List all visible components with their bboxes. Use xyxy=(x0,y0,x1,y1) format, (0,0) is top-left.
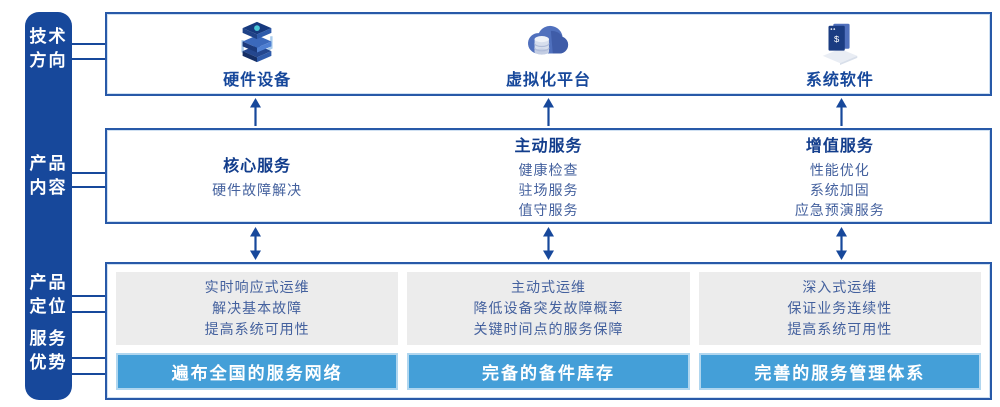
double-arrow-row xyxy=(105,227,992,260)
connector-line xyxy=(70,357,107,359)
code-glyph: $ xyxy=(834,34,840,45)
service-item: 驻场服务 xyxy=(518,182,579,198)
positioning-panel: 实时响应式运维 解决基本故障 提高系统可用性 xyxy=(116,272,399,345)
tech-item-hardware: 硬件设备 xyxy=(116,14,398,94)
positioning-column-proactive: 主动式运维 降低设备突发故障概率 关键时间点的服务保障 完备的备件库存 xyxy=(407,272,690,390)
double-arrow-icon xyxy=(407,227,691,260)
connector-line xyxy=(70,311,107,313)
tech-item-software: $ 系统软件 xyxy=(699,14,981,94)
tech-label-virtualization: 虚拟化平台 xyxy=(505,71,591,89)
connector-line xyxy=(70,186,107,188)
service-heading: 核心服务 xyxy=(223,158,292,175)
up-arrow-row xyxy=(105,98,992,126)
up-arrow-icon xyxy=(114,98,398,126)
positioning-line: 提高系统可用性 xyxy=(787,321,893,337)
service-item: 健康检查 xyxy=(518,162,579,178)
sidebar-label-service-advantage: 服务优势 xyxy=(29,329,68,372)
positioning-column-realtime: 实时响应式运维 解决基本故障 提高系统可用性 遍布全国的服务网络 xyxy=(116,272,399,390)
service-item: 应急预演服务 xyxy=(794,202,885,218)
service-column-value-added: 增值服务 性能优化 系统加固 应急预演服务 xyxy=(699,130,981,222)
service-item: 硬件故障解决 xyxy=(212,182,303,198)
positioning-panel: 主动式运维 降低设备突发故障概率 关键时间点的服务保障 xyxy=(407,272,690,345)
sidebar-label-tech-direction: 技术方向 xyxy=(29,27,68,70)
positioning-column-indepth: 深入式运维 保证业务连续性 提高系统可用性 完善的服务管理体系 xyxy=(698,272,981,390)
positioning-line: 提高系统可用性 xyxy=(204,321,310,337)
positioning-line: 解决基本故障 xyxy=(212,300,303,316)
connector-line xyxy=(70,172,107,174)
connector-line xyxy=(70,373,107,375)
positioning-line: 深入式运维 xyxy=(802,279,878,295)
sidebar-label-product-positioning: 产品定位 xyxy=(29,273,68,316)
advantage-bar: 完善的服务管理体系 xyxy=(698,353,981,390)
service-column-proactive: 主动服务 健康检查 驻场服务 值守服务 xyxy=(407,130,689,222)
sidebar-label-product-content: 产品内容 xyxy=(29,154,68,197)
positioning-line: 主动式运维 xyxy=(510,279,586,295)
service-heading: 增值服务 xyxy=(805,138,874,155)
connector-line xyxy=(70,58,107,60)
positioning-line: 关键时间点的服务保障 xyxy=(473,321,624,337)
double-arrow-icon xyxy=(699,227,983,260)
product-content-box: 核心服务 硬件故障解决 主动服务 健康检查 驻场服务 值守服务 增值服务 性能优… xyxy=(105,128,992,224)
service-heading: 主动服务 xyxy=(514,138,583,155)
up-arrow-icon xyxy=(699,98,983,126)
advantage-bar: 遍布全国的服务网络 xyxy=(116,353,399,390)
positioning-line: 实时响应式运维 xyxy=(204,279,310,295)
service-item: 系统加固 xyxy=(809,182,870,198)
product-positioning-box: 实时响应式运维 解决基本故障 提高系统可用性 遍布全国的服务网络 主动式运维 降… xyxy=(105,262,992,400)
advantage-bar: 完备的备件库存 xyxy=(407,353,690,390)
connector-line xyxy=(70,295,107,297)
tech-label-software: 系统软件 xyxy=(805,71,874,89)
tech-label-hardware: 硬件设备 xyxy=(223,71,292,89)
connector-line xyxy=(70,43,107,45)
double-arrow-icon xyxy=(114,227,398,260)
tech-direction-box: 硬件设备 虚拟化平台 xyxy=(105,12,992,96)
category-sidebar: 技术方向 产品内容 产品定位 服务优势 xyxy=(25,12,72,400)
tech-item-virtualization: 虚拟化平台 xyxy=(407,14,689,94)
server-stack-icon xyxy=(234,19,280,65)
service-item: 性能优化 xyxy=(809,162,870,178)
service-item: 值守服务 xyxy=(518,202,579,218)
positioning-line: 降低设备突发故障概率 xyxy=(473,300,624,316)
service-column-core: 核心服务 硬件故障解决 xyxy=(116,130,398,222)
cloud-database-icon xyxy=(525,19,571,65)
software-window-icon: $ xyxy=(817,19,863,65)
positioning-line: 保证业务连续性 xyxy=(787,300,893,316)
up-arrow-icon xyxy=(407,98,691,126)
positioning-panel: 深入式运维 保证业务连续性 提高系统可用性 xyxy=(698,272,981,345)
